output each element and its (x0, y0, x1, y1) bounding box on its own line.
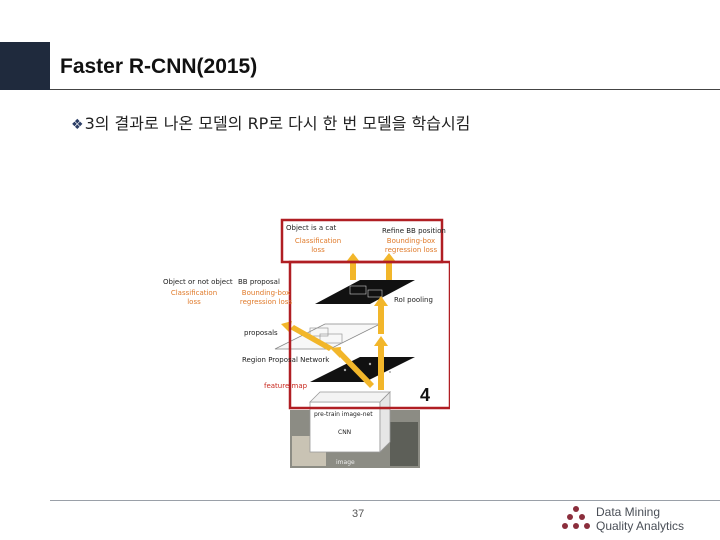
step-number: 4 (420, 385, 431, 405)
logo-text-line1: Data Mining (596, 505, 661, 519)
label-object-or-not-object: Object or not object (163, 278, 233, 286)
bullet-line: ❖3의 결과로 나온 모델의 RP로 다시 한 번 모델을 학습시킴 (71, 110, 470, 134)
feature-map-plane (310, 357, 415, 382)
logo-icon (562, 506, 590, 529)
page-number: 37 (352, 508, 365, 520)
roi-pooling-plane (315, 280, 415, 304)
roi-highlight (288, 260, 450, 410)
label-object-is-a-cat: Object is a cat (286, 224, 337, 232)
label-refine-bb-position: Refine BB position (382, 227, 446, 235)
label-pretrain: pre-train image-net (314, 411, 373, 418)
label-region-proposal-network: Region Proposal Network (242, 356, 330, 364)
slide-title: Faster R-CNN(2015) (60, 55, 258, 78)
lab-logo: Data Mining Quality Analytics (562, 504, 712, 534)
label-bb-proposal: BB proposal (238, 278, 280, 286)
label-bbox-regression-loss-rpn: Bounding-box regression loss (239, 289, 293, 306)
footer-divider (50, 500, 720, 501)
diamond-bullet-icon: ❖ (71, 117, 84, 133)
label-cnn: CNN (338, 429, 352, 436)
faster-rcnn-diagram: Object is a cat Refine BB position Class… (160, 212, 450, 470)
title-divider (50, 89, 720, 90)
label-classification-loss-top: Classification loss (294, 237, 342, 254)
label-classification-loss-rpn: Classification loss (170, 289, 218, 306)
label-feature-map: feature map (264, 382, 308, 390)
logo-text-line2: Quality Analytics (596, 519, 685, 533)
label-proposals: proposals (244, 329, 278, 337)
title-accent-block (0, 42, 50, 90)
flow-arrows (281, 253, 396, 390)
label-roi-pooling: RoI pooling (394, 296, 433, 304)
label-bbox-regression-loss-top: Bounding-box regression loss (384, 237, 438, 254)
label-image: image (336, 459, 355, 466)
bullet-text: 3의 결과로 나온 모델의 RP로 다시 한 번 모델을 학습시킴 (84, 114, 471, 133)
diagram-graphics (274, 218, 450, 468)
